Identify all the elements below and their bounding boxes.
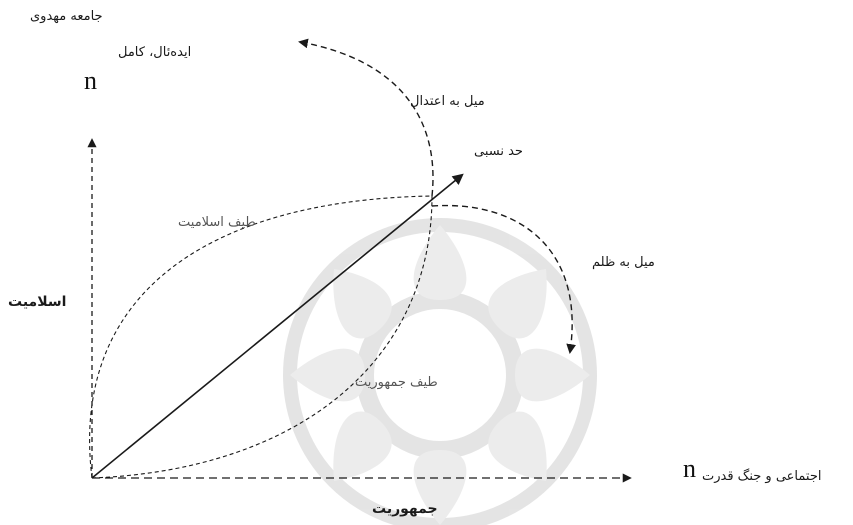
relative-limit-arrow <box>91 173 464 479</box>
ideal-society-label: جامعه مهدوی <box>30 9 103 24</box>
moderation-arrow <box>298 38 434 197</box>
oppression-arrow <box>431 204 576 354</box>
oppression-label: میل به ظلم <box>592 255 655 270</box>
ideal-complete-label: ایده‌ئال، کامل <box>118 45 192 60</box>
x-axis-caption: اجتماعی و جنگ قدرت <box>702 469 822 484</box>
x-axis-n-label: n <box>683 454 696 483</box>
islam-spectrum-label: طیف اسلامیت <box>178 215 256 230</box>
republic-spectrum-curve <box>91 195 433 479</box>
y-axis-n-label: n <box>84 66 97 95</box>
moderation-label: میل به اعتدال <box>410 94 485 109</box>
relative-limit-label: حد نسبی <box>474 144 523 159</box>
republic-spectrum-label: طیف جمهوریت <box>355 375 438 390</box>
y-axis-title: اسلامیت <box>8 294 67 310</box>
x-axis-title: جمهوریت <box>372 501 438 517</box>
watermark-ornament <box>283 218 597 525</box>
